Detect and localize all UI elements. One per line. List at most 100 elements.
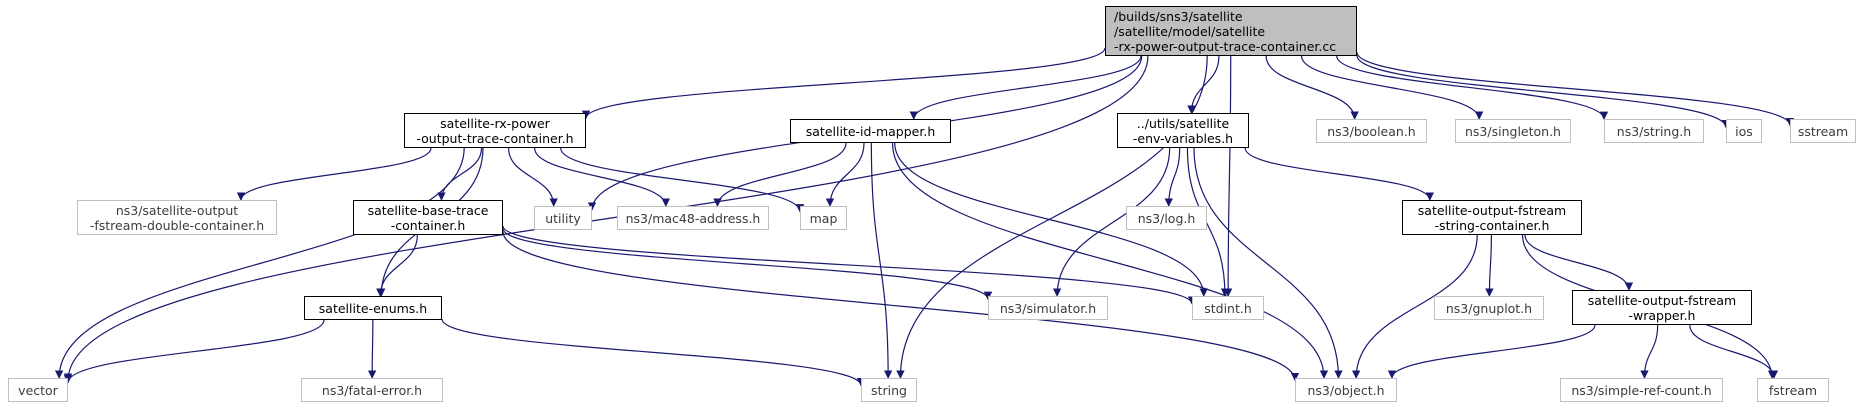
node-line: stdint.h bbox=[1204, 300, 1252, 316]
node-string: string bbox=[861, 378, 917, 402]
edge-fstream_string_h-to-gnuplot_h bbox=[1485, 234, 1494, 297]
node-line: -container.h bbox=[390, 217, 466, 233]
edge-rx_power_h-to-base_trace_h bbox=[437, 147, 483, 201]
node-line: satellite-rx-power bbox=[440, 115, 550, 131]
node-satellite-id-mapper[interactable]: satellite-id-mapper.h bbox=[790, 119, 951, 143]
edge-rx_power_h-to-mac48_h bbox=[534, 147, 671, 207]
node-stdint: stdint.h bbox=[1192, 296, 1264, 320]
edge-root-to-rx_power_h bbox=[581, 47, 1106, 120]
edge-env_vars_h-to-simulator_h bbox=[1052, 147, 1171, 297]
edge-rx_power_h-to-double_container_h bbox=[236, 147, 432, 201]
edge-enums_h-to-vector bbox=[63, 319, 325, 384]
root-file-node: /builds/sns3/satellite /satellite/model/… bbox=[1105, 6, 1357, 56]
node-line: ns3/singleton.h bbox=[1465, 123, 1561, 139]
node-base-trace-container[interactable]: satellite-base-trace -container.h bbox=[353, 200, 503, 235]
node-fstream-string-container[interactable]: satellite-output-fstream -string-contain… bbox=[1402, 200, 1582, 235]
edge-root-to-vector bbox=[63, 55, 1149, 382]
edge-enums_h-to-string bbox=[441, 318, 866, 387]
edge-id_mapper_h-to-object_h bbox=[891, 142, 1329, 379]
node-line: ns3/boolean.h bbox=[1327, 123, 1416, 139]
node-env-variables[interactable]: ../utils/satellite -env-variables.h bbox=[1117, 113, 1249, 148]
node-line: satellite-id-mapper.h bbox=[805, 123, 936, 139]
edge-base_trace_h-to-enums_h bbox=[376, 234, 418, 297]
edge-base_trace_h-to-stdint_h bbox=[502, 225, 1197, 305]
node-fstream-double-container: ns3/satellite-output -fstream-double-con… bbox=[77, 200, 277, 235]
node-map: map bbox=[800, 206, 847, 230]
edge-fstream_string_h-to-fstream_wrapper_h bbox=[1524, 234, 1634, 291]
edge-base_trace_h-to-object_h bbox=[502, 231, 1300, 382]
node-line: ns3/simple-ref-count.h bbox=[1571, 382, 1712, 398]
node-line: ns3/mac48-address.h bbox=[625, 210, 761, 226]
edge-id_mapper_h-to-mac48_h bbox=[713, 142, 847, 207]
node-line: satellite-output-fstream bbox=[1417, 202, 1567, 218]
node-fstream: fstream bbox=[1757, 378, 1829, 402]
edge-root-to-string_h bbox=[1336, 55, 1609, 121]
node-ns3-log: ns3/log.h bbox=[1126, 206, 1207, 230]
edge-id_mapper_h-to-map bbox=[825, 142, 865, 207]
node-ns3-gnuplot: ns3/gnuplot.h bbox=[1434, 296, 1544, 320]
node-satellite-enums[interactable]: satellite-enums.h bbox=[304, 296, 442, 320]
edge-fstream_wrapper_h-to-object_h bbox=[1387, 324, 1596, 379]
edge-fstream_wrapper_h-to-fstream bbox=[1689, 324, 1779, 379]
node-line: satellite-output-fstream bbox=[1587, 292, 1737, 308]
node-ns3-simulator: ns3/simulator.h bbox=[988, 296, 1108, 320]
root-line: -rx-power-output-trace-container.cc bbox=[1114, 38, 1337, 54]
edge-fstream_string_h-to-object_h bbox=[1351, 234, 1478, 379]
node-line: utility bbox=[545, 210, 581, 226]
node-rx-power-output-trace-container[interactable]: satellite-rx-power -output-trace-contain… bbox=[404, 113, 586, 148]
edge-id_mapper_h-to-stdint_h bbox=[894, 142, 1208, 297]
node-ns3-string: ns3/string.h bbox=[1604, 119, 1704, 143]
node-line: -fstream-double-container.h bbox=[89, 217, 265, 233]
node-fstream-wrapper[interactable]: satellite-output-fstream -wrapper.h bbox=[1572, 290, 1752, 325]
node-ns3-object: ns3/object.h bbox=[1295, 378, 1397, 402]
edge-fstream_wrapper_h-to-simple_ref_count_h bbox=[1640, 324, 1659, 379]
node-line: -env-variables.h bbox=[1132, 130, 1234, 146]
node-line: ns3/gnuplot.h bbox=[1445, 300, 1533, 316]
edge-rx_power_h-to-map bbox=[560, 147, 805, 213]
root-line: /satellite/model/satellite bbox=[1114, 23, 1266, 39]
node-line: -string-container.h bbox=[1434, 217, 1550, 233]
node-line: ios bbox=[1735, 123, 1753, 139]
edge-env_vars_h-to-object_h bbox=[1193, 147, 1343, 379]
node-ns3-fatal-error: ns3/fatal-error.h bbox=[301, 378, 443, 402]
node-line: ns3/satellite-output bbox=[115, 202, 239, 218]
edge-enums_h-to-fatal_error_h bbox=[367, 319, 377, 379]
node-line: ns3/string.h bbox=[1616, 123, 1692, 139]
node-line: -wrapper.h bbox=[1628, 307, 1696, 323]
node-line: ns3/object.h bbox=[1307, 382, 1385, 398]
edge-root-to-stdint_h bbox=[1223, 55, 1233, 297]
node-utility: utility bbox=[534, 206, 592, 230]
edge-root-to-sstream bbox=[1356, 52, 1795, 127]
node-line: -output-trace-container.h bbox=[416, 130, 574, 146]
node-sstream: sstream bbox=[1790, 119, 1856, 143]
edge-root-to-boolean_h bbox=[1265, 55, 1359, 120]
node-line: satellite-enums.h bbox=[318, 300, 428, 316]
root-line: /builds/sns3/satellite bbox=[1114, 8, 1243, 24]
node-line: string bbox=[871, 382, 907, 398]
node-line: fstream bbox=[1768, 382, 1818, 398]
edge-root-to-singleton_h bbox=[1300, 55, 1484, 120]
node-line: sstream bbox=[1797, 123, 1849, 139]
edge-env_vars_h-to-log_h bbox=[1164, 147, 1181, 207]
node-ns3-boolean: ns3/boolean.h bbox=[1316, 119, 1427, 143]
node-line: ns3/fatal-error.h bbox=[321, 382, 423, 398]
edge-base_trace_h-to-simulator_h bbox=[502, 228, 993, 301]
node-line: satellite-base-trace bbox=[367, 202, 489, 218]
node-line: ns3/log.h bbox=[1137, 210, 1196, 226]
node-ns3-simple-ref-count: ns3/simple-ref-count.h bbox=[1560, 378, 1723, 402]
edge-rx_power_h-to-vector bbox=[54, 147, 465, 379]
node-ios: ios bbox=[1726, 119, 1762, 143]
node-line: vector bbox=[18, 382, 58, 398]
edge-id_mapper_h-to-string bbox=[870, 142, 893, 379]
edge-rx_power_h-to-utility bbox=[508, 147, 558, 207]
node-vector: vector bbox=[8, 378, 68, 402]
node-line: map bbox=[809, 210, 838, 226]
edge-root-to-id_mapper_h bbox=[909, 55, 1142, 120]
node-ns3-singleton: ns3/singleton.h bbox=[1455, 119, 1571, 143]
edge-root-to-env_vars_h bbox=[1187, 55, 1220, 114]
node-line: ../utils/satellite bbox=[1136, 115, 1230, 131]
node-line: ns3/simulator.h bbox=[999, 300, 1097, 316]
edge-env_vars_h-to-fstream_string_h bbox=[1244, 147, 1434, 201]
edge-root-to-ios bbox=[1356, 55, 1731, 129]
